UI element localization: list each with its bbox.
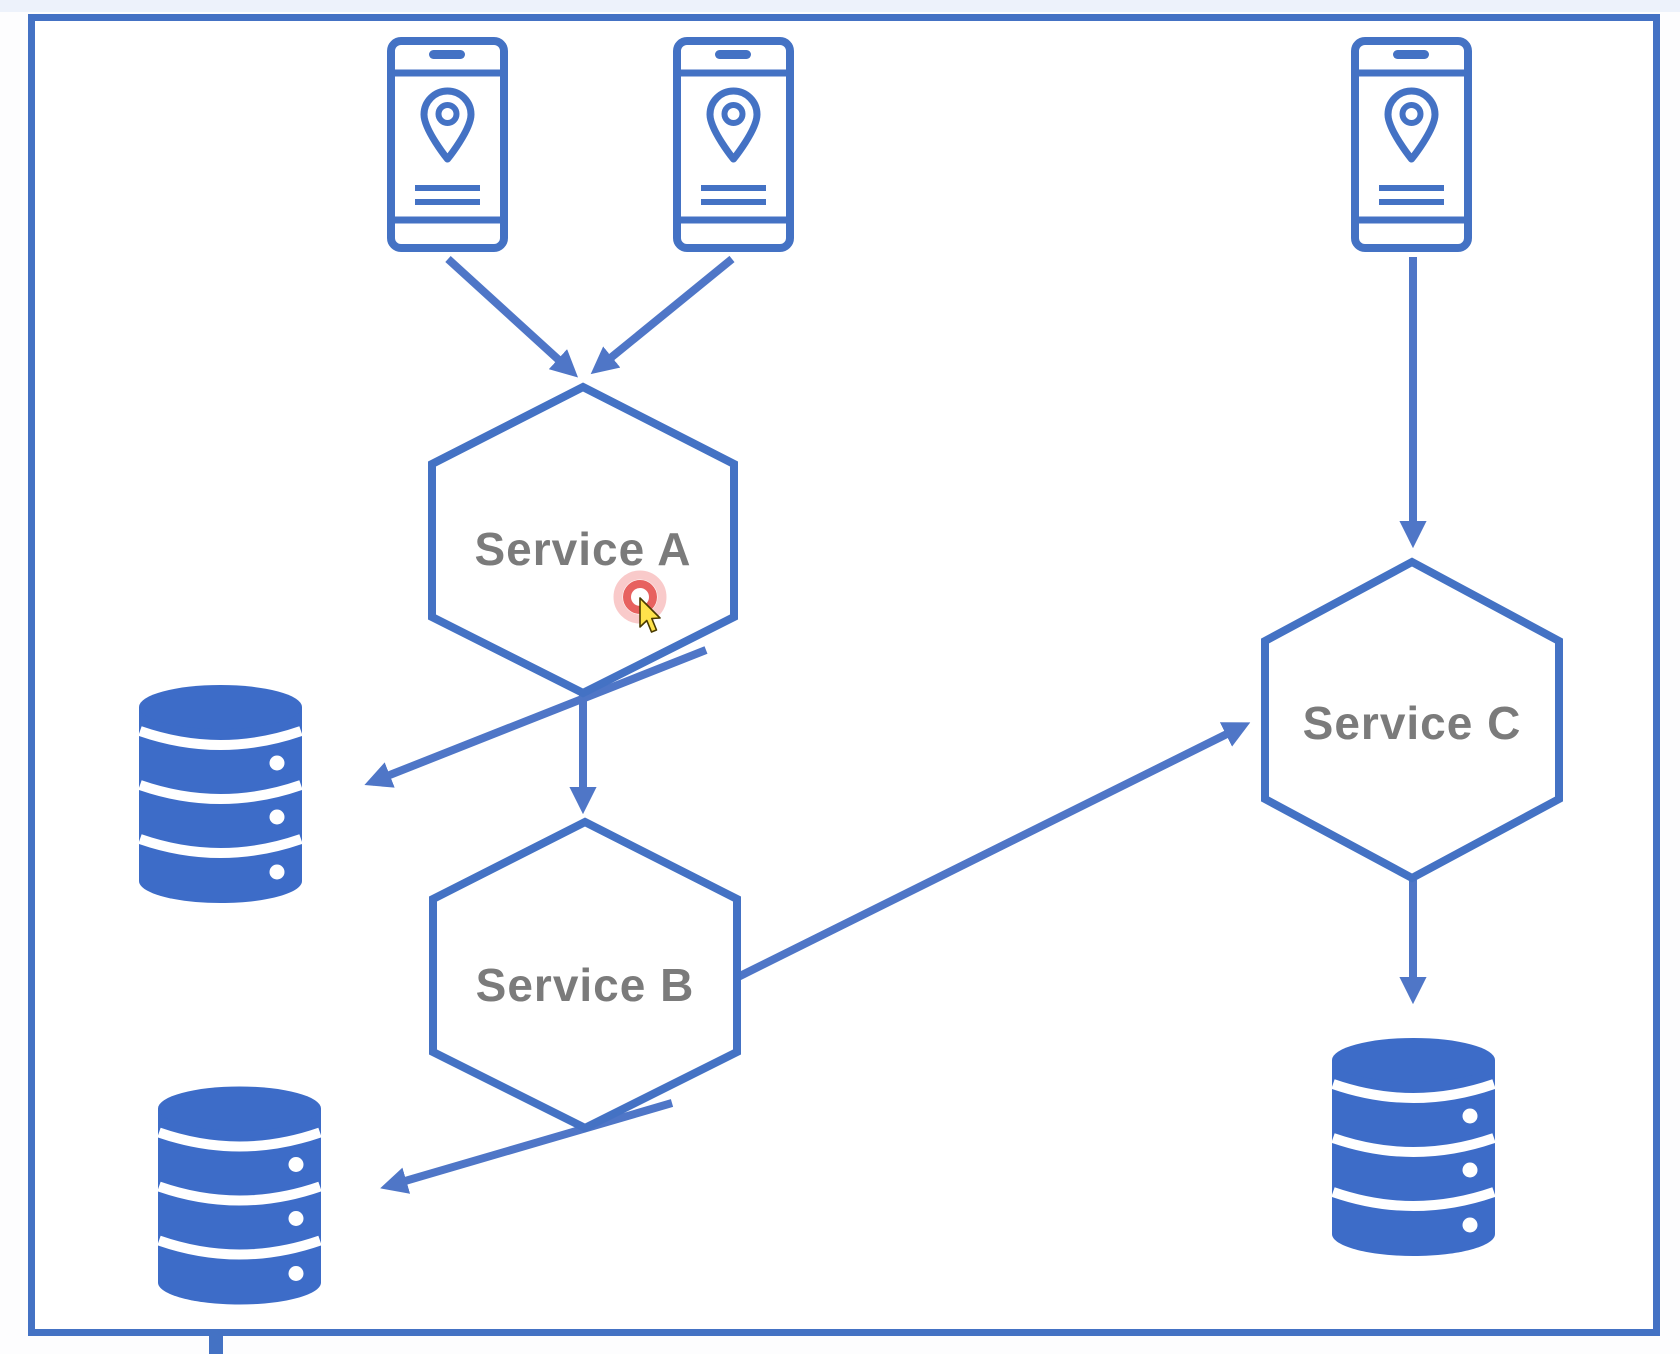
top-margin-strip — [0, 0, 1680, 12]
database-2-icon — [158, 1087, 321, 1305]
service-b-hexagon — [429, 817, 741, 1133]
service-c-hexagon — [1261, 557, 1563, 883]
connector-stub — [209, 1336, 223, 1354]
arrow-service-b-to-service-c — [736, 722, 1251, 981]
mouse-cursor — [639, 597, 661, 633]
edges-group — [364, 255, 1427, 1194]
database-1-icon — [139, 685, 302, 903]
arrow-service-b-to-database-2 — [380, 1099, 674, 1194]
arrow-client1-to-service-a — [445, 256, 579, 378]
service-a-label: Service A — [474, 523, 692, 575]
arrow-service-a-to-database-1 — [364, 646, 708, 788]
database-3-icon — [1332, 1038, 1495, 1256]
mobile-client-3-icon — [1355, 41, 1468, 248]
service-c-label: Service C — [1302, 697, 1522, 749]
mobile-client-1-icon — [391, 41, 504, 248]
mobile-client-2-icon — [677, 41, 790, 248]
arrow-client2-to-service-a — [590, 255, 735, 375]
service-b-label: Service B — [475, 959, 695, 1011]
